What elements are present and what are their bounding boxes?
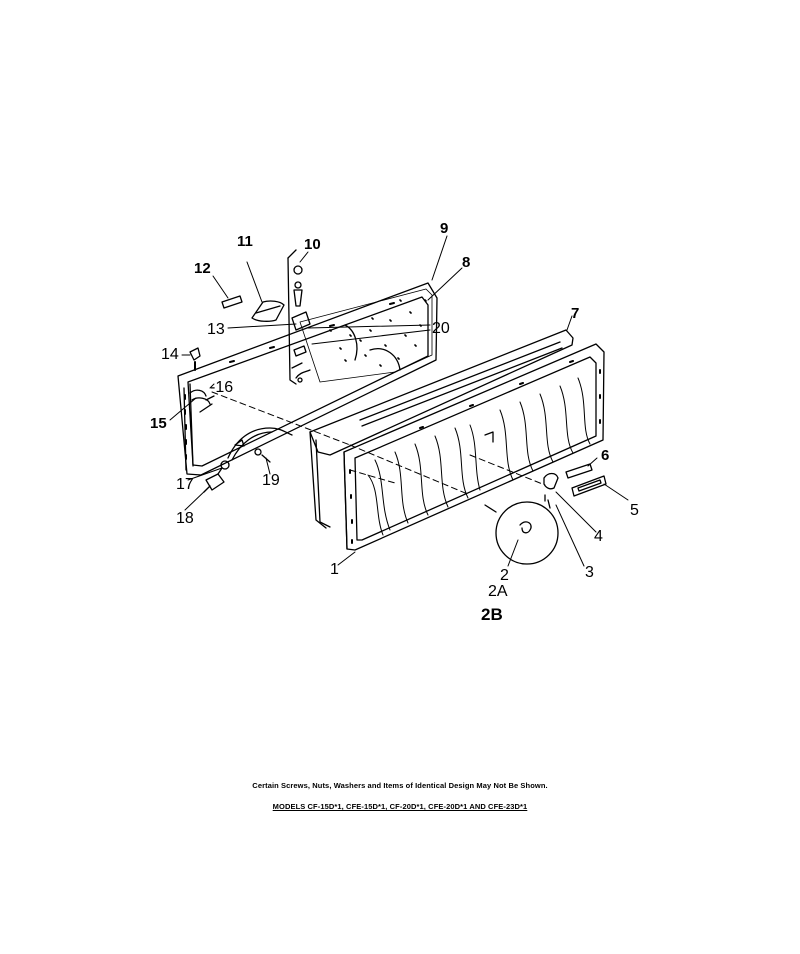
label-15: 15: [150, 415, 167, 432]
fastener-part-3: [547, 499, 551, 509]
label-6: 6: [601, 447, 609, 464]
label-11: 11: [237, 233, 253, 250]
label-13: 13: [207, 321, 225, 338]
models-note: MODELS CF-15D*1, CFE-15D*1, CF-20D*1, CF…: [0, 802, 800, 811]
wire-harness: [227, 427, 293, 461]
label-17: 17: [176, 476, 194, 493]
label-8: 8: [462, 254, 470, 271]
door-gasket-part-7: [309, 329, 574, 529]
label-10: 10: [304, 236, 321, 253]
inner-door-liner-part-9: [177, 282, 438, 476]
hinge-assembly-part-10: [287, 249, 311, 385]
label-2: 2: [500, 567, 509, 584]
label-3: 3: [585, 564, 594, 581]
label-2B: 2B: [481, 605, 503, 624]
label-14: 14: [161, 346, 179, 363]
label-19: 19: [262, 472, 280, 489]
handle-part-11: [251, 300, 285, 322]
handle-insert-part-12: [221, 295, 243, 309]
screw-part-16: [199, 395, 215, 413]
insulation-part-8: [299, 288, 433, 383]
label-2A: 2A: [488, 583, 508, 600]
fastener-part-17: [217, 460, 230, 475]
hidden-alignment-lines: [211, 391, 546, 496]
clip-part-14: [189, 347, 201, 371]
strike-part-6: [565, 463, 593, 479]
disclaimer-note: Certain Screws, Nuts, Washers and Items …: [252, 781, 548, 790]
label-4: 4: [594, 528, 603, 545]
label-18: 18: [176, 510, 194, 527]
plate-part-5: [571, 475, 607, 497]
leader-lines: [169, 235, 629, 567]
label-7: 7: [571, 305, 579, 322]
label-12: 12: [194, 260, 211, 277]
label-1: 1: [330, 561, 339, 578]
screw-part-19: [254, 448, 271, 463]
models-text: MODELS CF-15D*1, CFE-15D*1, CF-20D*1, CF…: [272, 802, 528, 811]
lock-part-4: [543, 472, 559, 502]
label-20: 20: [432, 320, 450, 337]
screw-part-15: [189, 389, 211, 405]
label-9: 9: [440, 220, 448, 237]
label-5: 5: [630, 502, 639, 519]
label-16: -16: [210, 379, 233, 396]
detail-circle-2B: [484, 501, 559, 565]
outer-door-panel-part-1: [343, 343, 605, 551]
